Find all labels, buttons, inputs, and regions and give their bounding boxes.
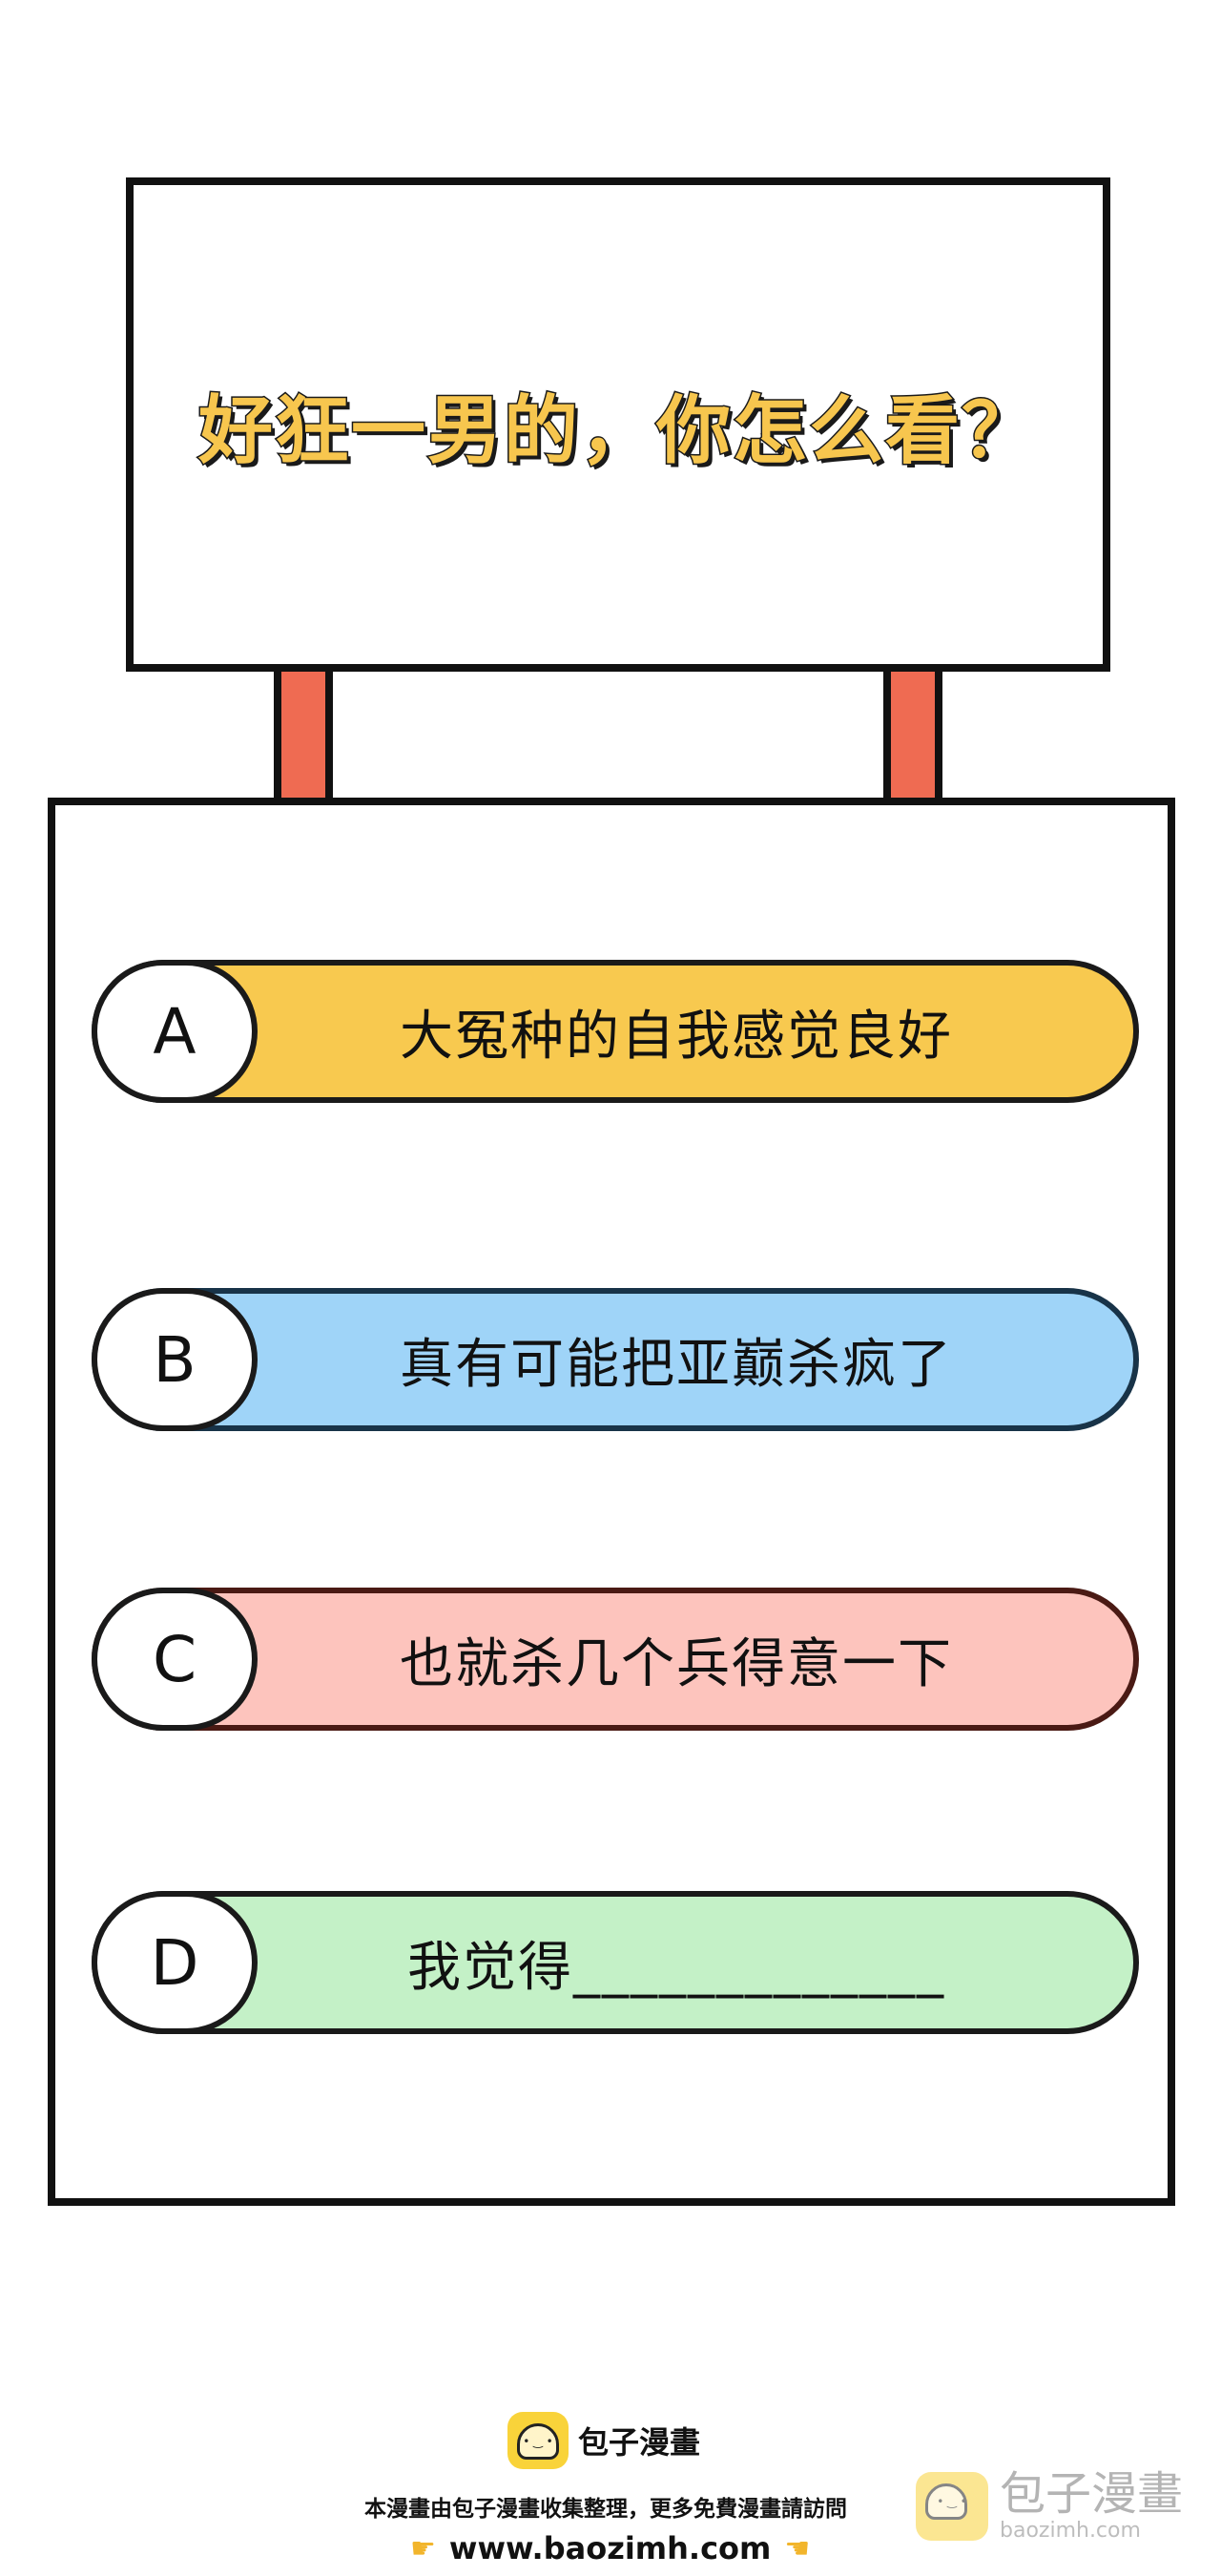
option-d-text: 我觉得_____________ xyxy=(407,1936,945,1999)
footer-notice-text: 本漫畫由包子漫畫收集整理，更多免費漫畫請訪問 xyxy=(364,2497,847,2522)
option-b-letter: B xyxy=(92,1288,258,1431)
pointing-left-hand-icon: ☚ xyxy=(784,2531,811,2566)
sign-post-left xyxy=(274,672,333,803)
sign-title: 好狂一男的，你怎么看？ xyxy=(197,387,1038,476)
option-c[interactable]: C 也就杀几个兵得意一下 xyxy=(92,1588,1139,1731)
sign-post-right xyxy=(883,672,942,803)
sign-board: 好狂一男的，你怎么看？ xyxy=(126,177,1110,672)
option-c-letter: C xyxy=(92,1588,258,1731)
footer-brand[interactable]: 包子漫畫 xyxy=(507,2412,700,2469)
watermark: 包子漫畫 baozimh.com xyxy=(916,2471,1183,2542)
option-a-letter: A xyxy=(92,960,258,1103)
option-d-letter: D xyxy=(92,1891,258,2034)
option-d[interactable]: D 我觉得_____________ xyxy=(92,1891,1139,2034)
option-a[interactable]: A 大冤种的自我感觉良好 xyxy=(92,960,1139,1103)
option-a-text: 大冤种的自我感觉良好 xyxy=(400,1005,953,1068)
watermark-name: 包子漫畫 xyxy=(1000,2467,1184,2521)
option-b-text: 真有可能把亚巅杀疯了 xyxy=(400,1333,953,1396)
option-b[interactable]: B 真有可能把亚巅杀疯了 xyxy=(92,1288,1139,1431)
footer: 包子漫畫 本漫畫由包子漫畫收集整理，更多免費漫畫請訪問 ☛ www.baozim… xyxy=(0,2404,1221,2576)
footer-brand-name: 包子漫畫 xyxy=(578,2424,701,2461)
pointing-right-hand-icon: ☛ xyxy=(410,2531,436,2566)
footer-url-text[interactable]: www.baozimh.com xyxy=(448,2530,772,2566)
option-c-text: 也就杀几个兵得意一下 xyxy=(400,1632,953,1695)
watermark-bun-icon xyxy=(916,2472,988,2541)
watermark-text: 包子漫畫 baozimh.com xyxy=(1000,2471,1183,2542)
bun-logo-icon xyxy=(507,2412,569,2469)
watermark-domain: baozimh.com xyxy=(1000,2519,1141,2543)
footer-url[interactable]: ☛ www.baozimh.com ☚ xyxy=(410,2530,810,2566)
